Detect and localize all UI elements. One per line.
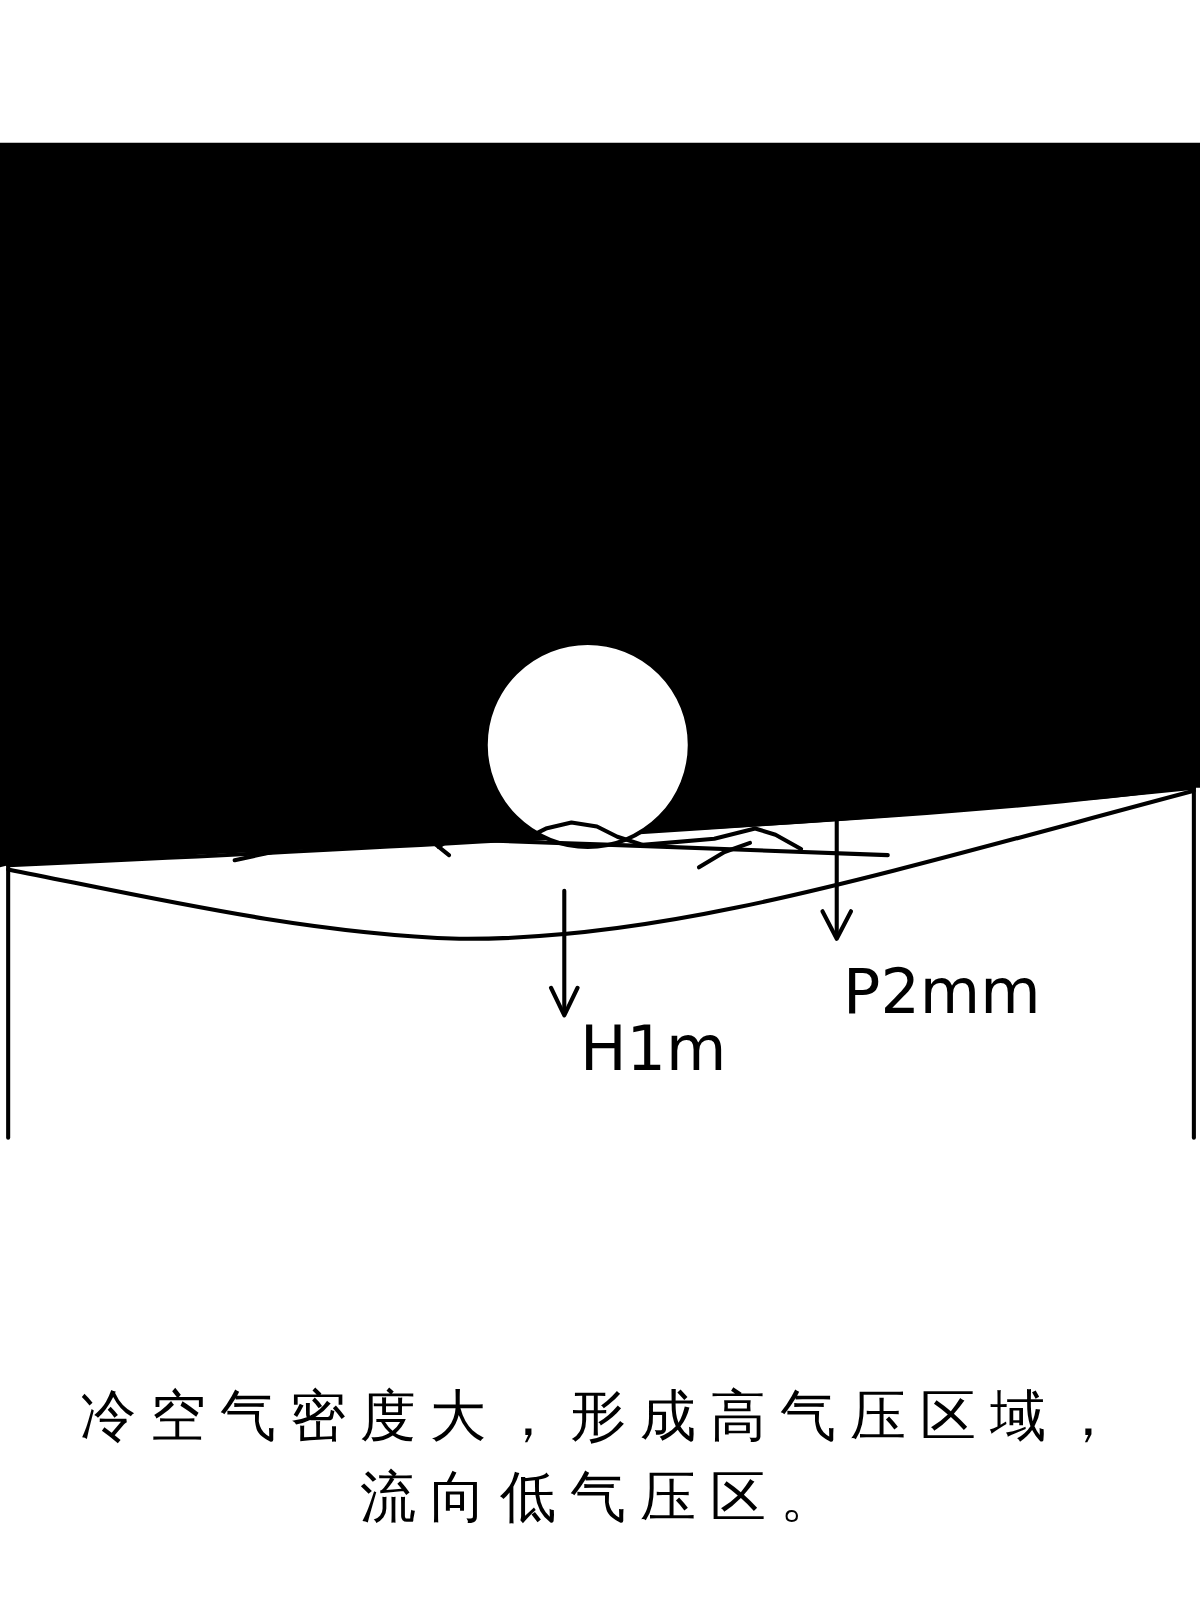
sun [486,643,690,847]
ridge [699,843,750,867]
height-label: H1m [580,1018,726,1080]
arrow-head [822,911,851,939]
caption-text: 冷空气密度大，形成高气压区域，流向低气压区。 [60,1375,1150,1537]
leader-arrow [562,891,566,1012]
ridge [714,781,760,791]
ridge [235,827,449,861]
right-edge [1192,788,1196,1138]
ridge [643,829,801,849]
ridge [342,833,357,843]
arrow-head [551,988,578,1016]
pressure-label: P2mm [843,961,1041,1023]
left-edge [6,865,10,1137]
scene [0,143,1200,1138]
night-sky [0,143,1200,867]
leader-arrow [835,816,839,935]
